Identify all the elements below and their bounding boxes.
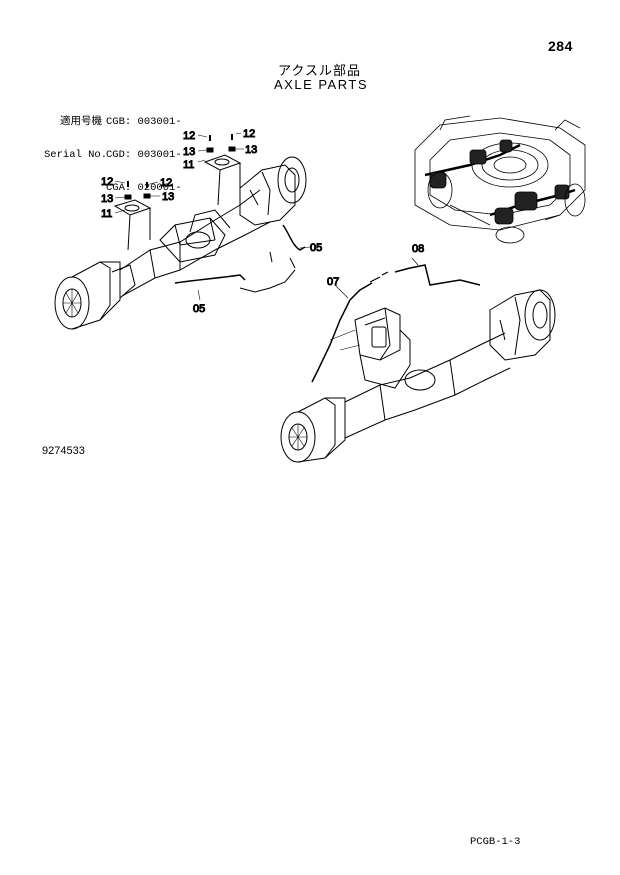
callout-13: 13 [245,144,257,156]
illustration-id: 9274533 [42,445,85,457]
page-title-japanese: アクスル部品 [278,63,361,78]
serial-model: CGA: [106,182,132,194]
front-axle-drawing [54,132,311,330]
serial-label: 適用号機 [60,116,102,128]
serial-number-table: 適用号機 CGB: 003001- Serial No. CGD: 003001… [44,95,182,205]
serial-model: CGD: [106,149,132,161]
callout-05: 05 [193,303,205,315]
callout-12: 12 [101,176,113,188]
callout-12: 12 [243,128,255,140]
callout-07: 07 [327,276,339,288]
rear-axle-drawing [280,257,556,463]
serial-start: 003001- [137,149,182,161]
vehicle-overview-drawing [414,115,586,244]
callout-13: 13 [162,191,174,203]
serial-label: Serial No. [44,149,108,161]
page-number: 284 [548,38,573,54]
serial-row: 適用号機 CGB: 003001- [44,117,182,128]
callout-13: 13 [101,193,113,205]
callout-13: 13 [183,146,195,158]
callout-11: 11 [101,208,112,220]
page-title: AXLE PARTS [274,77,368,92]
serial-start: 003001- [137,116,182,128]
serial-model: CGB: [106,116,132,128]
callout-08: 08 [412,243,424,255]
callout-05: 05 [310,242,322,254]
serial-row: Serial No. CGD: 003001- [44,150,182,161]
serial-start: 020001- [137,182,182,194]
serial-row: CGA: 020001- [44,183,182,194]
callout-12: 12 [160,177,172,189]
footer-code: PCGB-1-3 [470,836,521,848]
callout-11: 11 [183,159,194,171]
callout-12: 12 [183,130,195,142]
